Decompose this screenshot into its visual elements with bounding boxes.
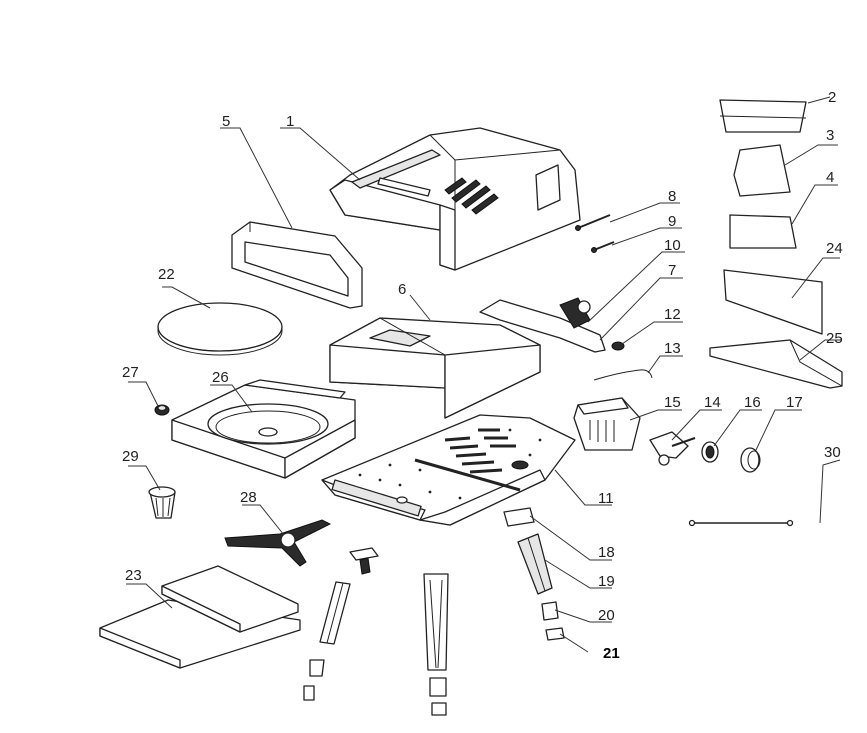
part-16-bezel [701,441,719,463]
label-9: 9 [668,213,676,230]
part-28-burner-spider [224,519,332,567]
label-10: 10 [664,237,681,254]
part-26-base-tray [171,379,356,479]
label-13: 13 [664,340,681,357]
part-15-cup [573,397,641,451]
label-11: 11 [598,490,614,507]
label-20: 20 [598,607,615,624]
part-9-thermocouple [591,241,615,253]
label-22: 22 [158,266,175,283]
label-12: 12 [664,306,681,323]
label-14: 14 [704,394,721,411]
part-11-base-pan [321,414,576,526]
part-1-hood [329,127,581,271]
label-28: 28 [240,489,257,506]
part-17-knob [740,447,761,473]
legs-group [303,507,565,716]
label-1: 1 [286,113,294,130]
label-3: 3 [826,127,834,144]
part-24-back-plate [723,269,823,335]
part-23-stone-plates [99,565,301,669]
label-27: 27 [122,364,139,381]
label-6: 6 [398,281,406,298]
label-18: 18 [598,544,615,561]
label-30: 30 [824,444,841,461]
part-30-rod [688,519,794,527]
label-25: 25 [826,330,843,347]
label-4: 4 [826,169,834,186]
label-15: 15 [664,394,681,411]
part-2-window-top [719,99,807,133]
label-23: 23 [125,567,142,584]
part-6-heat-shield [329,317,541,419]
part-5-front-frame [231,221,363,309]
label-17: 17 [786,394,803,411]
part-4-panel [729,214,797,249]
part-29-foot-cup [148,486,176,519]
part-14-gas-valve [649,431,696,466]
label-24: 24 [826,240,843,257]
part-number-labels: 1 2 3 4 5 6 7 8 9 10 11 12 13 14 15 16 1… [122,89,843,662]
label-8: 8 [668,188,676,205]
part-8-electrode [575,214,611,231]
label-5: 5 [222,113,230,130]
part-13-gas-pipe [593,369,653,381]
label-29: 29 [122,448,139,465]
label-21: 21 [603,645,620,662]
part-27-small-nut [154,404,170,416]
part-22-pizza-stone [157,302,283,356]
part-3-panel [733,144,791,197]
label-7: 7 [668,262,676,279]
label-16: 16 [744,394,761,411]
label-19: 19 [598,573,615,590]
part-12-nozzle [611,341,625,351]
label-2: 2 [828,89,836,106]
part-25-rail [709,339,843,389]
leader-lines [126,96,842,653]
label-26: 26 [212,369,229,386]
